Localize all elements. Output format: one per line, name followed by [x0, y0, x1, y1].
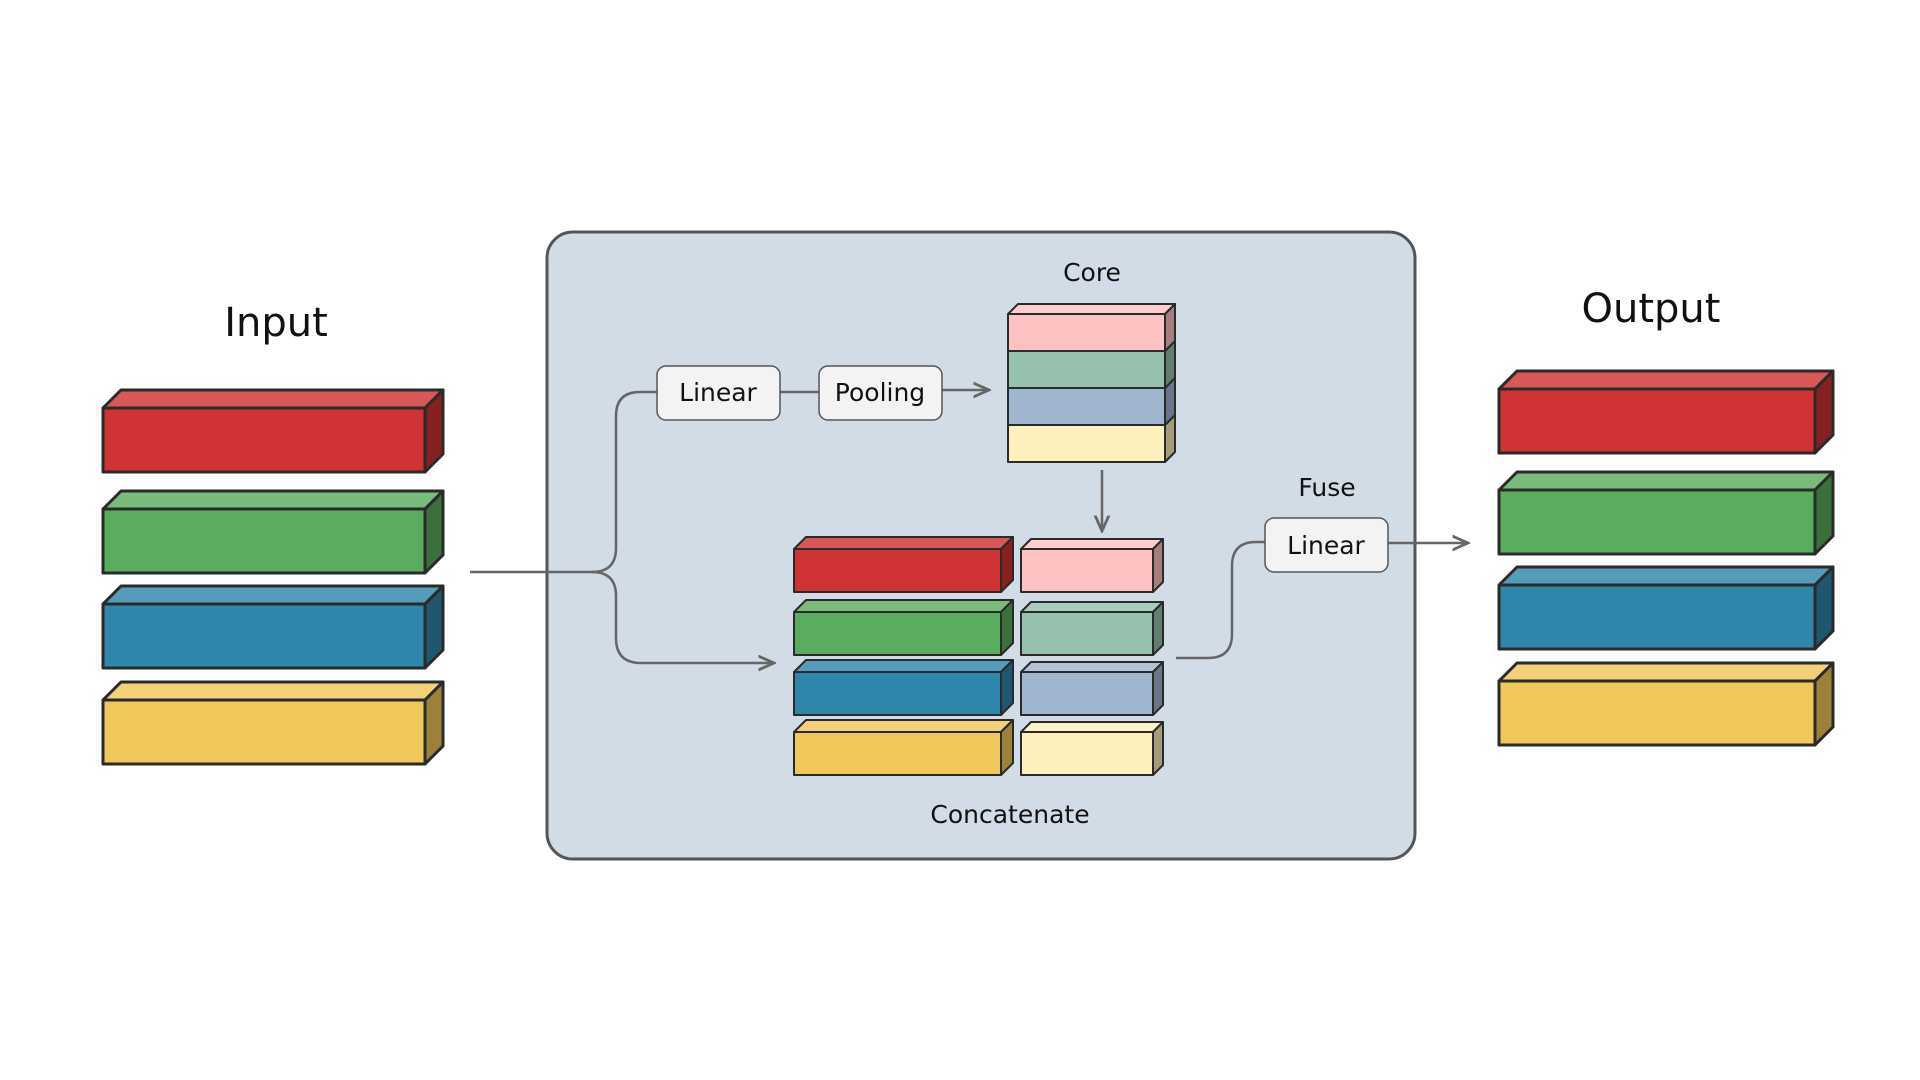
core-layer-red-top	[1007, 303, 1176, 315]
concat-left-yellow-front	[793, 731, 1002, 776]
output-tensor-green-top	[1497, 470, 1835, 492]
input-group: Input	[101, 300, 445, 766]
input-tensor-green	[101, 489, 445, 575]
connector-input-to-concatenate	[591, 570, 774, 663]
core-layer-yellow-front	[1007, 424, 1166, 463]
concat-right-yellow	[1020, 721, 1164, 776]
concat-left-blue	[793, 659, 1014, 716]
concat-right-green	[1020, 601, 1164, 656]
input-tensor-blue	[101, 584, 445, 670]
input-tensor-yellow	[101, 680, 445, 766]
fuse-linear-box-rect	[1264, 517, 1389, 573]
input-tensor-green-top	[101, 489, 445, 511]
concatenate-label: Concatenate	[930, 800, 1089, 829]
input-tensor-green-front	[101, 507, 427, 575]
output-tensor-yellow-top	[1497, 661, 1835, 683]
input-tensor-blue-top	[101, 584, 445, 606]
connector-input-to-linear	[470, 390, 657, 574]
module-panel: Linear Pooling Core Concatenate Fuse Lin…	[470, 230, 1468, 861]
output-tensor-red-front	[1497, 387, 1817, 455]
output-stack	[1497, 369, 1835, 747]
concat-right-blue	[1020, 661, 1164, 716]
input-tensor-yellow-top	[101, 680, 445, 702]
core-label: Core	[1063, 258, 1121, 287]
output-label: Output	[1582, 286, 1721, 332]
concat-left-blue-top	[793, 659, 1014, 673]
fuse-linear-box: Linear	[1264, 517, 1389, 573]
concat-left-red-front	[793, 548, 1002, 593]
input-tensor-blue-front	[101, 602, 427, 670]
concat-right-yellow-front	[1020, 731, 1154, 776]
input-tensor-red	[101, 388, 445, 474]
concat-right-green-front	[1020, 611, 1154, 656]
concat-right-red-side	[1152, 538, 1164, 593]
concat-right-blue-front	[1020, 671, 1154, 716]
output-tensor-red-top	[1497, 369, 1835, 391]
concat-right-blue-top	[1020, 661, 1164, 673]
concat-right-red-top	[1020, 538, 1164, 550]
concat-left-blue-front	[793, 671, 1002, 716]
core-layer-green-front	[1007, 350, 1166, 389]
concat-left-yellow-top	[793, 719, 1014, 733]
input-tensor-red-front	[101, 406, 427, 474]
concat-left-yellow	[793, 719, 1014, 776]
output-tensor-red	[1497, 369, 1835, 455]
output-tensor-blue	[1497, 565, 1835, 651]
core-layer-red	[1007, 303, 1176, 352]
concat-right-blue-side	[1152, 661, 1164, 716]
output-tensor-blue-front	[1497, 583, 1817, 651]
concat-right-red	[1020, 538, 1164, 593]
input-label: Input	[224, 300, 328, 346]
core-layer-blue-front	[1007, 387, 1166, 426]
output-tensor-green	[1497, 470, 1835, 556]
concat-right-yellow-top	[1020, 721, 1164, 733]
concat-right-yellow-side	[1152, 721, 1164, 776]
concatenate-stack	[793, 536, 1164, 776]
connector-concatenate-to-fuse	[1176, 540, 1265, 660]
concat-right-green-side	[1152, 601, 1164, 656]
output-tensor-blue-top	[1497, 565, 1835, 587]
input-stack	[101, 388, 445, 766]
output-tensor-yellow	[1497, 661, 1835, 747]
output-tensor-yellow-front	[1497, 679, 1817, 747]
input-tensor-yellow-front	[101, 698, 427, 766]
input-tensor-red-top	[101, 388, 445, 410]
concat-left-green	[793, 599, 1014, 656]
core-stack	[1007, 303, 1176, 463]
fuse-label: Fuse	[1298, 473, 1355, 502]
concat-right-red-front	[1020, 548, 1154, 593]
concat-left-red-top	[793, 536, 1014, 550]
output-tensor-green-front	[1497, 488, 1817, 556]
core-layer-red-front	[1007, 313, 1166, 352]
fuse-linear-box-label: Linear	[1287, 531, 1365, 560]
concat-right-green-top	[1020, 601, 1164, 613]
linear-box-rect	[656, 365, 781, 421]
pooling-box: Pooling	[818, 365, 943, 421]
concat-left-green-top	[793, 599, 1014, 613]
output-group: Output	[1497, 286, 1835, 747]
linear-box: Linear	[656, 365, 781, 421]
concat-left-red	[793, 536, 1014, 593]
pooling-box-label: Pooling	[835, 378, 925, 407]
pooling-box-rect	[818, 365, 943, 421]
linear-box-label: Linear	[679, 378, 757, 407]
concat-left-green-front	[793, 611, 1002, 656]
